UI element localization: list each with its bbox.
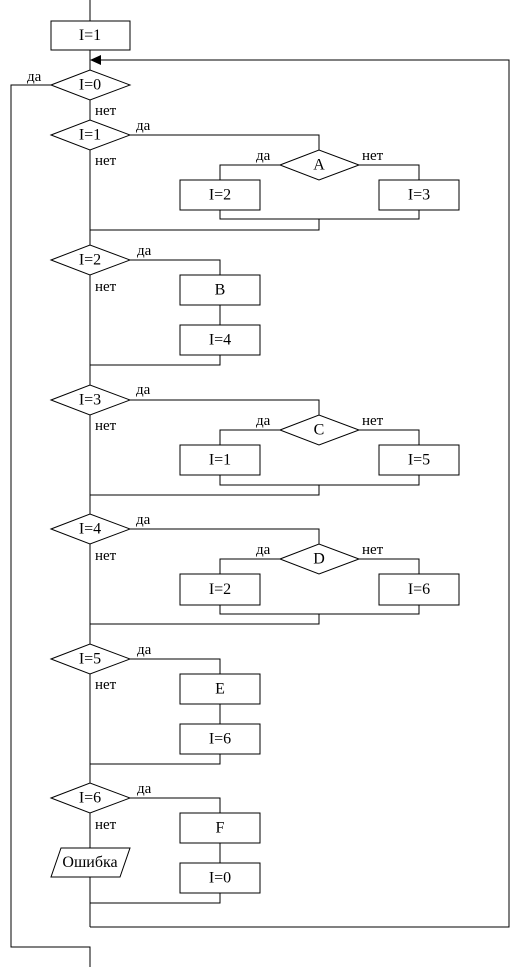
decision-c: C <box>278 414 361 446</box>
node-label: C <box>314 422 325 439</box>
decision-diamond <box>278 414 361 446</box>
decision-d: D <box>278 543 361 575</box>
no-label: нет <box>95 153 117 169</box>
process-e: E <box>179 673 261 705</box>
io-parallelogram <box>50 847 131 878</box>
no-label: нет <box>362 148 384 164</box>
no-label: нет <box>95 817 117 833</box>
node-label: I=5 <box>408 452 430 469</box>
no-label: нет <box>95 279 117 295</box>
no-label: нет <box>362 542 384 558</box>
decision-diamond <box>49 513 132 545</box>
node-label: I=6 <box>79 790 101 807</box>
process-b-set: I=4 <box>179 324 261 356</box>
node-label: B <box>215 282 226 299</box>
yes-label: да <box>137 243 152 259</box>
node-label: A <box>313 157 325 174</box>
process-box <box>378 444 460 476</box>
process-box <box>179 812 261 844</box>
node-label: F <box>216 820 225 837</box>
loop-arrowhead <box>90 55 101 65</box>
decision-i0: I=0 <box>49 69 132 101</box>
process-f-set: I=0 <box>179 862 261 894</box>
decision-i6: I=6 <box>49 782 132 814</box>
node-label: I=1 <box>209 452 231 469</box>
no-label: нет <box>95 103 117 119</box>
process-b: B <box>179 274 261 306</box>
decision-diamond <box>278 543 361 575</box>
process-box <box>378 179 460 211</box>
decision-i2: I=2 <box>49 244 132 276</box>
node-label: I=6 <box>408 581 430 598</box>
node-label: I=4 <box>79 521 101 538</box>
decision-i3: I=3 <box>49 384 132 416</box>
yes-label: да <box>136 118 151 134</box>
node-label: I=5 <box>79 651 101 668</box>
decision-i5: I=5 <box>49 643 132 675</box>
connectors <box>10 0 510 967</box>
decision-diamond <box>278 149 361 181</box>
node-label: D <box>313 551 325 568</box>
node-label: I=0 <box>209 870 231 887</box>
process-d-no: I=6 <box>378 573 460 606</box>
yes-label: да <box>256 542 271 558</box>
yes-label: да <box>136 512 151 528</box>
node-label: I=1 <box>79 127 101 144</box>
process-box <box>179 573 261 606</box>
process-box <box>179 179 261 211</box>
node-label: I=1 <box>79 27 101 44</box>
node-label: I=4 <box>209 332 231 349</box>
node-label: I=2 <box>209 581 231 598</box>
process-c-no: I=5 <box>378 444 460 476</box>
process-a-no: I=3 <box>378 179 460 211</box>
no-label: нет <box>95 418 117 434</box>
decision-a: A <box>278 149 361 181</box>
process-box <box>179 862 261 894</box>
decision-diamond <box>49 69 132 101</box>
process-c-yes: I=1 <box>179 444 261 476</box>
node-init: I=1 <box>50 20 131 51</box>
process-box <box>179 274 261 306</box>
decision-diamond <box>49 244 132 276</box>
node-label: I=0 <box>79 77 101 94</box>
decision-diamond <box>49 384 132 416</box>
node-label: I=6 <box>209 731 231 748</box>
node-label: Ошибка <box>62 854 117 871</box>
process-box <box>50 20 131 51</box>
branch-labels: да нет да нет да нет да нет да нет да не… <box>27 69 384 833</box>
process-box <box>179 673 261 705</box>
error-output: Ошибка <box>50 847 131 878</box>
node-label: I=2 <box>79 252 101 269</box>
decision-i1: I=1 <box>49 119 132 151</box>
no-label: нет <box>95 548 117 564</box>
yes-label: да <box>137 642 152 658</box>
yes-label: да <box>136 382 151 398</box>
process-box <box>179 723 261 755</box>
yes-label: да <box>27 69 42 85</box>
node-label: I=3 <box>79 392 101 409</box>
yes-label: да <box>256 148 271 164</box>
yes-label: да <box>256 413 271 429</box>
no-label: нет <box>362 413 384 429</box>
process-e-set: I=6 <box>179 723 261 755</box>
node-label: I=2 <box>209 187 231 204</box>
process-box <box>378 573 460 606</box>
node-label: I=3 <box>408 187 430 204</box>
process-box <box>179 324 261 356</box>
process-box <box>179 444 261 476</box>
decision-diamond <box>49 119 132 151</box>
process-a-yes: I=2 <box>179 179 261 211</box>
node-label: E <box>215 681 225 698</box>
process-d-yes: I=2 <box>179 573 261 606</box>
no-label: нет <box>95 677 117 693</box>
decision-diamond <box>49 782 132 814</box>
decision-diamond <box>49 643 132 675</box>
decision-i4: I=4 <box>49 513 132 545</box>
yes-label: да <box>137 781 152 797</box>
process-f: F <box>179 812 261 844</box>
